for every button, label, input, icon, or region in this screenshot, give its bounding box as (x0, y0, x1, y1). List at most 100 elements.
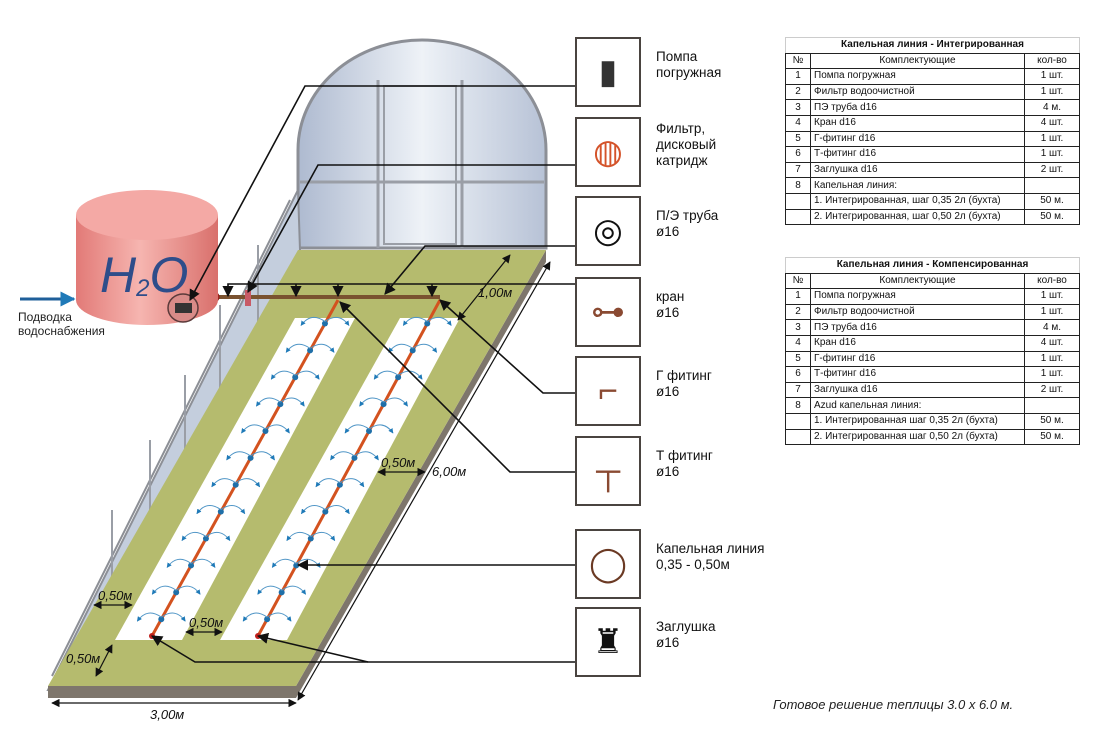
component-name: Г-фитинг d16 (810, 350, 1025, 368)
quantity: 1 шт. (1024, 68, 1080, 85)
end-plug-icon: ♜ (592, 623, 624, 661)
component-image-box: ◎ (575, 196, 641, 266)
tee-fitting-icon: ┬ (595, 451, 621, 490)
component-name: 1. Интегрированная, шаг 0,35 2л (бухта) (810, 192, 1025, 210)
emitter (202, 535, 209, 542)
water-spray-arrow (166, 558, 192, 568)
row-number: 3 (785, 99, 811, 116)
table-title: Капельная линия - Компенсированная (785, 257, 1080, 274)
water-spray-arrow (255, 397, 281, 407)
emitter (173, 589, 180, 596)
quantity: 4 шт. (1024, 334, 1080, 352)
row-number: 7 (785, 161, 811, 179)
component-name: ПЭ труба d16 (810, 319, 1025, 336)
water-spray-arrow (266, 612, 292, 622)
quantity: 2 шт. (1024, 381, 1080, 399)
component-image-box: ┬ (575, 436, 641, 506)
row-number (785, 428, 811, 446)
dim-path-width: 1,00м (478, 285, 512, 300)
quantity: 4 м. (1024, 99, 1080, 116)
component-name: Кран d16 (810, 334, 1025, 352)
component-name: Г-фитинг d16 (810, 130, 1025, 148)
component-label: Капельная линия 0,35 - 0,50м (656, 541, 765, 572)
water-spray-arrow (151, 585, 177, 595)
component-name: Фильтр водоочистной (810, 303, 1025, 321)
row-number: 5 (785, 130, 811, 148)
component-name: 1. Интегрированная шаг 0,35 2л (бухта) (810, 412, 1025, 430)
emitter (217, 508, 224, 515)
emitter (158, 616, 165, 623)
column-header: кол-во (1024, 52, 1080, 70)
dim-side-gap: 0,50м (98, 588, 132, 603)
row-number (785, 412, 811, 430)
component-label: Г фитинг ø16 (656, 368, 712, 399)
quantity: 1 шт. (1024, 288, 1080, 305)
row-number: 2 (785, 83, 811, 101)
quantity: 1 шт. (1024, 366, 1080, 383)
water-spray-arrow (211, 478, 236, 488)
row-number: 2 (785, 303, 811, 321)
row-number: 6 (785, 146, 811, 163)
quantity: 1 шт. (1024, 350, 1080, 368)
row-number: 7 (785, 381, 811, 399)
row-number: 8 (785, 397, 811, 414)
component-name: Т-фитинг d16 (810, 146, 1025, 163)
component-image-box: ◍ (575, 117, 641, 187)
component-image-box: ⊶ (575, 277, 641, 347)
row-number: 1 (785, 288, 811, 305)
component-label: Помпа погружная (656, 49, 722, 80)
component-label: Заглушка ø16 (656, 619, 716, 650)
quantity: 1 шт. (1024, 303, 1080, 321)
greenhouse-end-wall (296, 38, 548, 250)
component-name: ПЭ труба d16 (810, 99, 1025, 116)
dim-end-gap: 0,50м (66, 651, 100, 666)
water-spray-arrow (136, 612, 162, 622)
row-number: 1 (785, 68, 811, 85)
water-tank (76, 190, 218, 325)
quantity: 1 шт. (1024, 130, 1080, 148)
quantity: 1 шт. (1024, 83, 1080, 101)
component-name: Фильтр водоочистной (810, 83, 1025, 101)
component-name: Заглушка d16 (810, 381, 1025, 399)
dim-length: 6,00м (432, 464, 466, 479)
component-name: 2. Интегрированная шаг 0,50 2л (бухта) (810, 428, 1025, 446)
column-header: Комплектующие (810, 52, 1025, 70)
component-name: Кран d16 (810, 114, 1025, 132)
disc-filter-marker (245, 290, 251, 306)
table-row: 2. Интегрированная шаг 0,50 2л (бухта)50… (785, 428, 1080, 446)
component-image-box: ♜ (575, 607, 641, 677)
emitter (262, 428, 269, 435)
quantity: 2 шт. (1024, 161, 1080, 179)
water-spray-arrow (226, 451, 251, 461)
component-label: П/Э труба ø16 (656, 208, 719, 239)
component-name: 2. Интегрированная, шаг 0,50 2л (бухта) (810, 208, 1025, 226)
row-number: 5 (785, 350, 811, 368)
component-name: Заглушка d16 (810, 161, 1025, 179)
emitter (277, 401, 284, 408)
valve-icon: ⊶ (591, 293, 625, 331)
water-spray-arrow (242, 612, 268, 622)
water-inflow-label: Подводка водоснабжения (18, 310, 105, 338)
quantity: 50 м. (1024, 412, 1080, 430)
emitter (278, 589, 285, 596)
component-label: Фильтр, дисковый катридж (656, 121, 717, 168)
component-name: Т-фитинг d16 (810, 366, 1025, 383)
quantity (1024, 177, 1080, 194)
emitter (232, 481, 239, 488)
emitter (247, 454, 254, 461)
emitter (292, 374, 299, 381)
water-spray-arrow (265, 424, 290, 434)
column-header: № (785, 272, 811, 290)
water-spray-arrow (220, 505, 246, 515)
water-spray-arrow (175, 585, 201, 595)
